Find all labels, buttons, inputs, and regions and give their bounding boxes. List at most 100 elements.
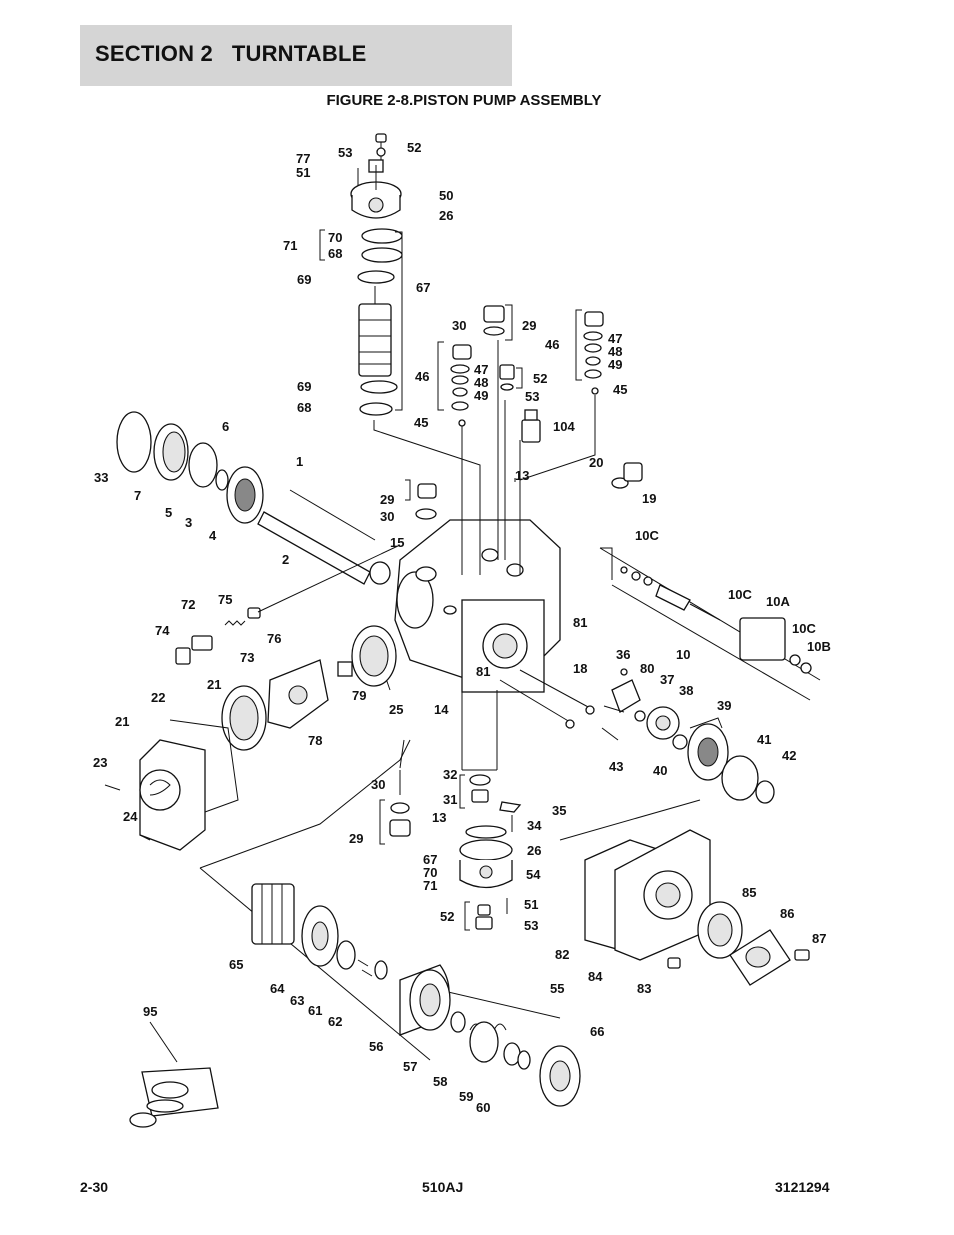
- callout-label: 34: [527, 818, 542, 833]
- callout-label: 10B: [807, 639, 831, 654]
- callout-labels: 53 52 77 51 50 26 71 70 68 69 67 69 68 3…: [93, 140, 831, 1115]
- callout-label: 24: [123, 809, 138, 824]
- callout-label: 29: [522, 318, 536, 333]
- callout-label: 62: [328, 1014, 342, 1029]
- callout-label: 53: [525, 389, 539, 404]
- callout-label: 39: [717, 698, 731, 713]
- callout-label: 5: [165, 505, 172, 520]
- callout-label: 73: [240, 650, 254, 665]
- callout-label: 70: [328, 230, 342, 245]
- callout-label: 46: [415, 369, 429, 384]
- callout-label: 66: [590, 1024, 604, 1039]
- callout-label: 2: [282, 552, 289, 567]
- callout-label: 78: [308, 733, 322, 748]
- callout-label: 69: [297, 379, 311, 394]
- footer-model: 510AJ: [422, 1179, 464, 1195]
- callout-label: 74: [155, 623, 170, 638]
- callout-label: 1: [296, 454, 303, 469]
- callout-label: 29: [380, 492, 394, 507]
- callout-label: 6: [222, 419, 229, 434]
- callout-label: 79: [352, 688, 366, 703]
- callout-label: 75: [218, 592, 232, 607]
- callout-label: 53: [338, 145, 352, 160]
- callout-label: 85: [742, 885, 756, 900]
- callout-label: 55: [550, 981, 564, 996]
- callout-label: 30: [452, 318, 466, 333]
- callout-label: 48: [608, 344, 622, 359]
- callout-label: 13: [515, 468, 529, 483]
- callout-label: 21: [207, 677, 221, 692]
- callout-label: 45: [414, 415, 428, 430]
- callout-label: 10: [676, 647, 690, 662]
- callout-label: 86: [780, 906, 794, 921]
- callout-label: 48: [474, 375, 488, 390]
- callout-label: 31: [443, 792, 457, 807]
- callout-label: 30: [380, 509, 394, 524]
- figure-title: FIGURE 2-8.PISTON PUMP ASSEMBLY: [0, 92, 954, 109]
- callout-label: 10C: [635, 528, 659, 543]
- callout-label: 20: [589, 455, 603, 470]
- callout-label: 40: [653, 763, 667, 778]
- callout-label: 58: [433, 1074, 447, 1089]
- callout-label: 46: [545, 337, 559, 352]
- callout-label: 81: [573, 615, 587, 630]
- callout-label: 37: [660, 672, 674, 687]
- callout-label: 57: [403, 1059, 417, 1074]
- callout-label: 23: [93, 755, 107, 770]
- footer-doc-number: 3121294: [775, 1179, 830, 1195]
- callout-label: 30: [371, 777, 385, 792]
- callout-label: 52: [407, 140, 421, 155]
- callout-label: 41: [757, 732, 771, 747]
- callout-label: 45: [613, 382, 627, 397]
- callout-label: 65: [229, 957, 243, 972]
- callout-label: 22: [151, 690, 165, 705]
- callout-label: 81: [476, 664, 490, 679]
- callout-label: 26: [527, 843, 541, 858]
- callout-label: 53: [524, 918, 538, 933]
- callout-label: 76: [267, 631, 281, 646]
- callout-label: 68: [297, 400, 311, 415]
- callout-label: 47: [474, 362, 488, 377]
- callout-label: 25: [389, 702, 403, 717]
- callout-label: 52: [440, 909, 454, 924]
- callout-label: 10A: [766, 594, 790, 609]
- callout-label: 64: [270, 981, 285, 996]
- callout-label: 4: [209, 528, 217, 543]
- section-header-bar: [80, 25, 512, 86]
- callout-label: 95: [143, 1004, 157, 1019]
- callout-label: 19: [642, 491, 656, 506]
- callout-label: 52: [533, 371, 547, 386]
- callout-label: 47: [608, 331, 622, 346]
- diagram-line-art: [104, 133, 821, 1128]
- callout-label: 60: [476, 1100, 490, 1115]
- callout-label: 32: [443, 767, 457, 782]
- callout-label: 29: [349, 831, 363, 846]
- callout-label: 56: [369, 1039, 383, 1054]
- figure-title-text: FIGURE 2-8.PISTON PUMP ASSEMBLY: [326, 92, 602, 109]
- callout-label: 59: [459, 1089, 473, 1104]
- callout-label: 10C: [792, 621, 816, 636]
- callout-label: 43: [609, 759, 623, 774]
- callout-label: 36: [616, 647, 630, 662]
- callout-label: 51: [296, 165, 310, 180]
- callout-label: 7: [134, 488, 141, 503]
- callout-label: 82: [555, 947, 569, 962]
- callout-label: 42: [782, 748, 796, 763]
- callout-label: 35: [552, 803, 566, 818]
- callout-label: 13: [432, 810, 446, 825]
- callout-label: 50: [439, 188, 453, 203]
- callout-label: 51: [524, 897, 538, 912]
- callout-label: 63: [290, 993, 304, 1008]
- callout-label: 87: [812, 931, 826, 946]
- callout-label: 18: [573, 661, 587, 676]
- callout-label: 61: [308, 1003, 322, 1018]
- callout-label: 14: [434, 702, 449, 717]
- callout-label: 26: [439, 208, 453, 223]
- footer-page-number: 2-30: [80, 1179, 109, 1195]
- callout-label: 77: [296, 151, 310, 166]
- callout-label: 54: [526, 867, 541, 882]
- callout-label: 83: [637, 981, 651, 996]
- callout-label: 38: [679, 683, 693, 698]
- callout-label: 71: [423, 878, 437, 893]
